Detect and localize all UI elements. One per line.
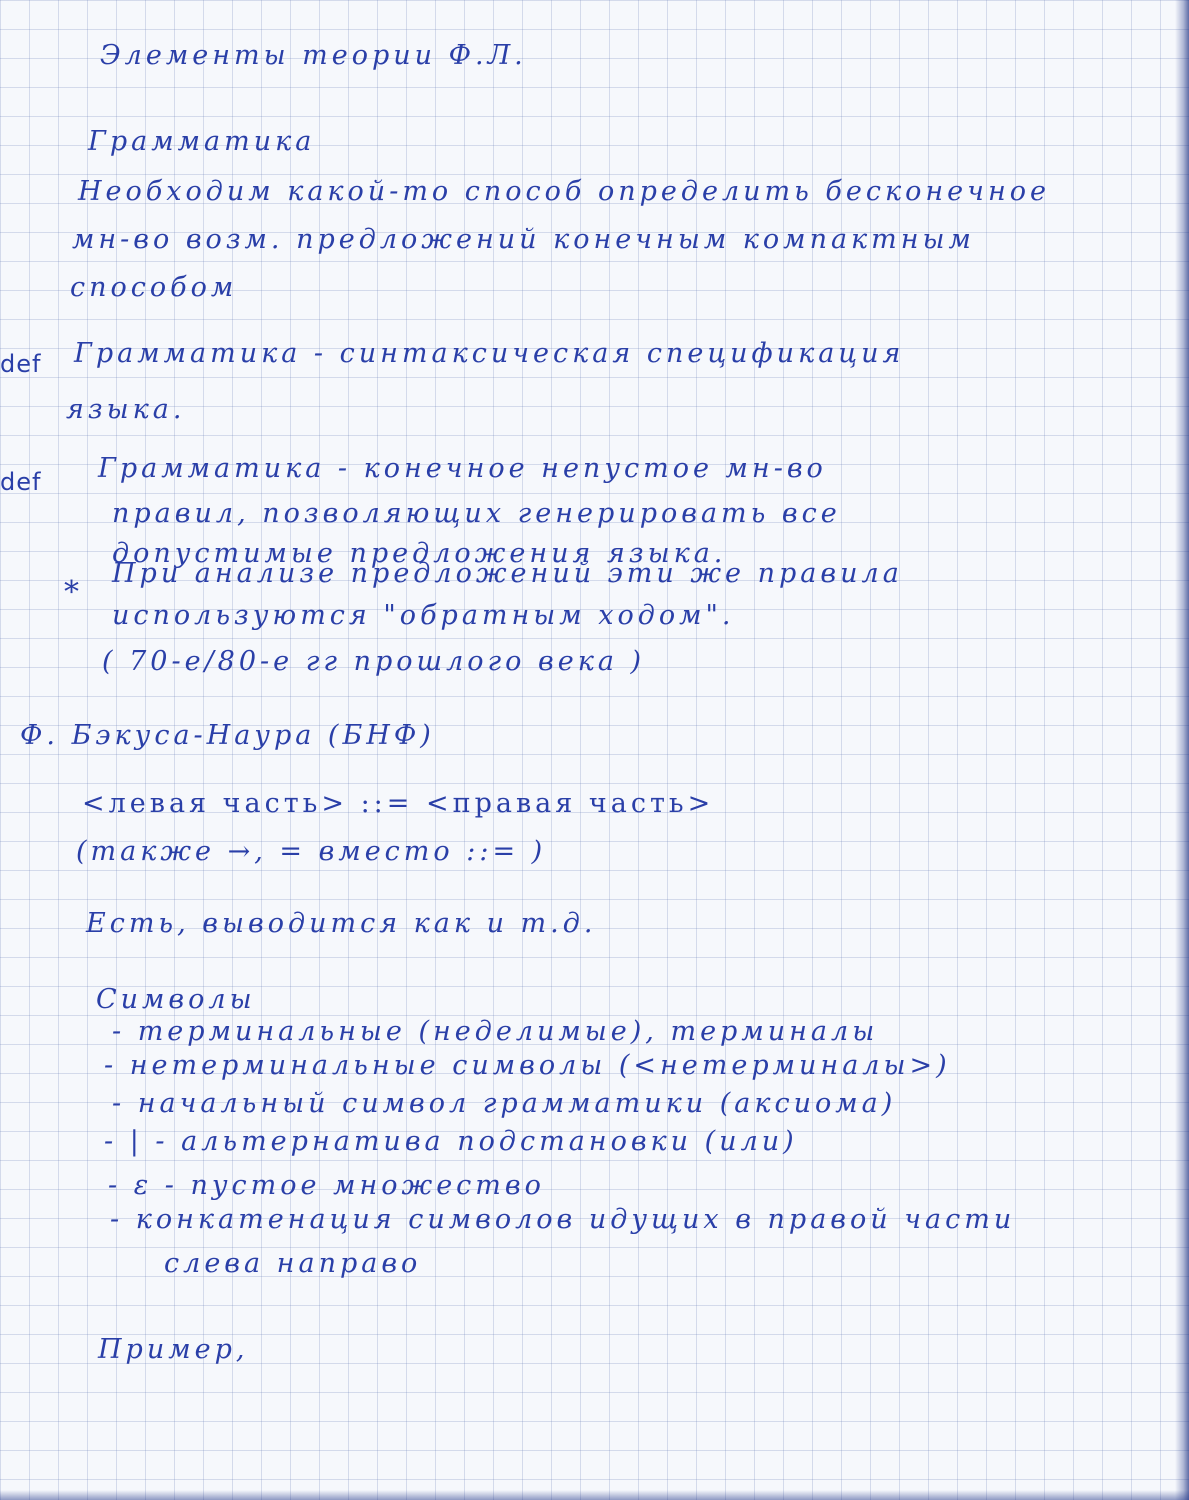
symbols-item-2: - нетерминальные символы (<нетерминалы>) — [104, 1050, 951, 1081]
bnf-more: Есть, выводится как и т.д. — [86, 908, 597, 939]
intro-line-2: мн-во возм. предложений конечным компакт… — [72, 224, 975, 255]
section-heading: Грамматика — [88, 126, 316, 157]
page-bottom-edge — [0, 1490, 1189, 1500]
symbols-item-5: - ε - пустое множество — [108, 1170, 545, 1201]
def-marker-2: def — [0, 468, 42, 496]
bnf-rule: <левая часть> ::= <правая часть> — [82, 788, 715, 819]
bnf-heading: Ф. Бэкуса-Наура (БНФ) — [20, 720, 435, 751]
intro-line-3: способом — [70, 272, 238, 303]
def1-line-2: языка. — [66, 394, 186, 425]
symbols-item-1: - терминальные (неделимые), терминалы — [112, 1016, 879, 1047]
def2-line-3: допустимые предложения языка. — [112, 538, 727, 569]
example-label: Пример, — [98, 1334, 249, 1365]
page-edge-shadow — [1175, 0, 1189, 1500]
note-line-1: При анализе предложений эти же правила — [112, 558, 903, 589]
symbols-item-4: - | - альтернатива подстановки (или) — [104, 1126, 798, 1157]
bnf-note: (также →, = вместо ::= ) — [76, 836, 547, 867]
page-title: Элементы теории Ф.Л. — [100, 40, 527, 71]
note-line-2: используются "обратным ходом". — [112, 600, 735, 631]
symbols-heading: Символы — [96, 984, 256, 1015]
def1-line-1: Грамматика - синтаксическая спецификация — [74, 338, 905, 369]
def2-line-2: правил, позволяющих генерировать все — [112, 498, 841, 529]
symbols-item-6: - конкатенация символов идущих в правой … — [110, 1204, 1016, 1235]
intro-line-1: Необходим какой-то способ определить бес… — [78, 176, 1050, 207]
note-line-3: ( 70-е/80-е гг прошлого века ) — [102, 646, 646, 677]
note-marker: * — [64, 575, 83, 610]
def-marker-1: def — [0, 350, 42, 378]
symbols-item-7: слева направо — [164, 1248, 422, 1279]
def2-line-1: Грамматика - конечное непустое мн-во — [98, 453, 827, 484]
symbols-item-3: - начальный символ грамматики (аксиома) — [112, 1088, 897, 1119]
